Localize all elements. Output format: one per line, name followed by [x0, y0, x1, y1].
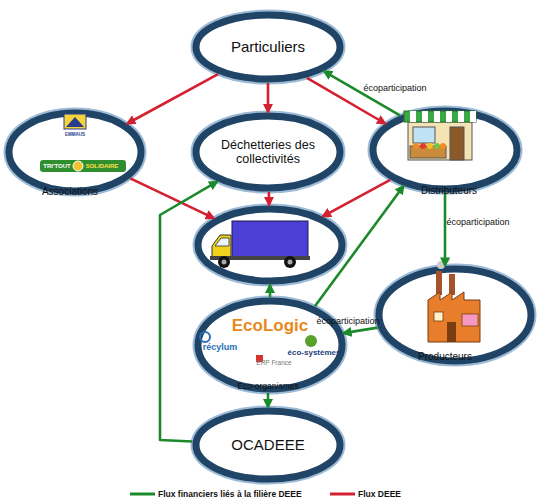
- legend-label: Flux financiers liés à la filière DEEE: [158, 489, 302, 499]
- node-label: récylum: [195, 342, 245, 352]
- ellipse-node: Particuliers: [190, 9, 346, 85]
- ellipse-ring: [196, 411, 340, 479]
- flow-arrow: [267, 393, 270, 407]
- ellipse-glow: [9, 113, 141, 191]
- ellipse-node: [192, 203, 348, 287]
- ellipse-outline: [367, 105, 523, 195]
- ellipse-outline: [192, 203, 348, 287]
- node-label: OCADEEE: [198, 436, 338, 453]
- ellipse-node: EMMAUS TRI'TOUT SOLIDAIRE Associations: [3, 107, 147, 197]
- node-label: éco-systèmes: [283, 348, 345, 357]
- ellipse-ring: [373, 111, 517, 189]
- flow-arrow: [323, 180, 390, 217]
- ellipse-glow: [196, 15, 340, 79]
- node-label: EcoLogic: [220, 316, 320, 336]
- ellipse-ring: [196, 116, 340, 188]
- flow-arrow: [269, 285, 272, 297]
- ellipse-node: EcoLogic récylumERP France éco-systèmesEco…: [192, 295, 348, 395]
- flow-arrow: [127, 74, 218, 123]
- edge-label: écoparticipation: [446, 217, 509, 227]
- ellipse-node: Distributeurs: [367, 105, 523, 195]
- node-label: Déchetteries des collectivités: [221, 138, 316, 167]
- ellipse-outline: [3, 107, 147, 197]
- ellipse-ring: [198, 209, 342, 281]
- node-label: SOLIDAIRE: [82, 163, 122, 170]
- ellipse-node: Producteurs: [373, 263, 537, 367]
- flow-arrow: [268, 192, 271, 205]
- node-label: Associations: [25, 186, 115, 198]
- ellipse-glow: [196, 116, 340, 188]
- node-label: ERP France: [249, 359, 299, 366]
- ellipse-node: OCADEEE: [190, 405, 346, 485]
- ellipse-glow: [379, 269, 531, 361]
- ellipse-glow: [373, 111, 517, 189]
- flow-arrow: [444, 193, 447, 265]
- ellipse-ring: [196, 15, 340, 79]
- flow-arrow: [324, 71, 400, 115]
- flow-arrow: [130, 178, 213, 218]
- ellipse-ring: [9, 113, 141, 191]
- legend-line-green: [130, 493, 155, 496]
- legend-label: Flux DEEE: [358, 489, 401, 499]
- ellipse-node: Déchetteries des collectivités: [190, 110, 346, 194]
- edge-label: écoparticipation: [316, 316, 379, 326]
- node-label: Producteurs: [400, 351, 490, 363]
- flow-arrow: [267, 83, 270, 112]
- node-label: TRI'TOUT: [39, 163, 75, 170]
- edge-label: écoparticipation: [363, 83, 426, 93]
- legend-line-red: [330, 493, 355, 496]
- ellipse-glow: [198, 209, 342, 281]
- ellipse-ring: [379, 269, 531, 361]
- node-label: EMMAUS: [58, 132, 92, 137]
- smoke: [444, 257, 450, 263]
- node-label: Particuliers: [198, 38, 338, 55]
- flow-arrow: [344, 328, 378, 334]
- ellipse-glow: [196, 411, 340, 479]
- node-label: Eco-organismes: [223, 382, 313, 392]
- node-label: Distributeurs: [404, 185, 494, 197]
